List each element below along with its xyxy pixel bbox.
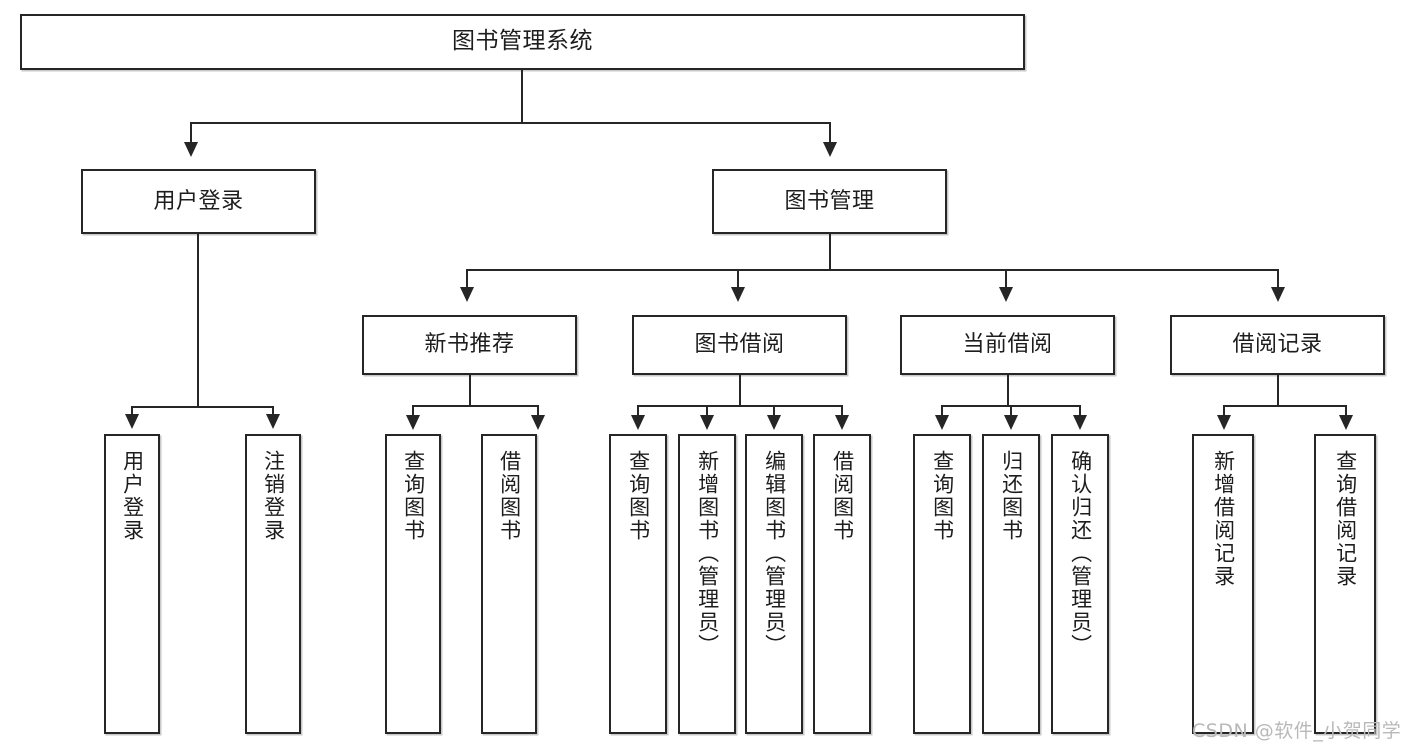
arrow-user-login-to-leaf-2 xyxy=(266,414,280,429)
node-book-borrow[interactable]: 图书借阅 xyxy=(632,315,847,375)
arrow-bb-leaf-2 xyxy=(700,415,714,430)
node-label: 查询图书 xyxy=(401,450,426,542)
connector-cb-leaf-3 xyxy=(1079,405,1081,417)
node-label: 新书推荐 xyxy=(424,332,515,358)
node-label: 用户登录 xyxy=(120,450,145,542)
arrow-cb-leaf-2 xyxy=(1004,415,1018,430)
leaf-bb-edit-book-admin[interactable]: 编辑图书（管理员） xyxy=(745,434,803,734)
node-user-login[interactable]: 用户登录 xyxy=(81,169,316,234)
connector-root-to-user-login xyxy=(190,122,192,144)
node-label: 新增借阅记录 xyxy=(1211,450,1236,588)
node-current-borrow[interactable]: 当前借阅 xyxy=(900,315,1115,375)
node-book-management[interactable]: 图书管理 xyxy=(712,169,947,234)
connector-root-bus xyxy=(190,122,831,124)
leaf-br-query-record[interactable]: 查询借阅记录 xyxy=(1314,434,1376,734)
arrow-root-to-user-login xyxy=(184,142,198,157)
leaf-nbr-query-books[interactable]: 查询图书 xyxy=(385,434,441,734)
node-label: 确认归还（管理员） xyxy=(1068,450,1093,657)
connector-level3-bus xyxy=(466,269,1278,271)
connector-cb-leaf-2 xyxy=(1010,405,1012,417)
leaf-nbr-borrow-books[interactable]: 借阅图书 xyxy=(481,434,537,734)
connector-new-book-recommend-stem xyxy=(469,375,471,406)
arrow-to-borrow-records xyxy=(1271,287,1285,302)
node-label: 当前借阅 xyxy=(962,332,1053,358)
node-label: 归还图书 xyxy=(999,450,1024,542)
node-label: 图书管理系统 xyxy=(452,28,593,55)
node-label: 图书借阅 xyxy=(694,332,785,358)
arrow-root-to-book-management xyxy=(823,142,837,157)
arrow-br-leaf-2 xyxy=(1339,415,1353,430)
connector-bb-leaf-3 xyxy=(773,405,775,417)
arrow-br-leaf-1 xyxy=(1217,415,1231,430)
connector-root-to-book-management xyxy=(829,122,831,144)
node-label: 图书管理 xyxy=(784,188,875,214)
node-label: 借阅记录 xyxy=(1232,332,1323,358)
leaf-bb-add-book-admin[interactable]: 新增图书（管理员） xyxy=(678,434,736,734)
connector-book-borrow-bus xyxy=(637,405,843,407)
connector-br-leaf-2 xyxy=(1345,405,1347,417)
node-label: 编辑图书（管理员） xyxy=(762,450,787,657)
node-new-book-recommend[interactable]: 新书推荐 xyxy=(362,315,577,375)
connector-root-stem xyxy=(521,70,523,122)
connector-bb-leaf-1 xyxy=(637,405,639,417)
connector-borrow-records-stem xyxy=(1277,375,1279,406)
connector-to-book-borrow xyxy=(737,269,739,289)
node-label: 查询图书 xyxy=(626,450,651,542)
connector-user-login-bus xyxy=(131,406,274,408)
connector-user-login-to-leaf-1 xyxy=(131,406,133,416)
connector-bb-leaf-2 xyxy=(706,405,708,417)
node-label: 查询借阅记录 xyxy=(1333,450,1358,588)
connector-cb-leaf-1 xyxy=(941,405,943,417)
arrow-user-login-to-leaf-1 xyxy=(125,414,139,429)
connector-user-login-stem xyxy=(197,234,199,408)
connector-borrow-records-bus xyxy=(1223,405,1347,407)
node-root-book-management-system[interactable]: 图书管理系统 xyxy=(20,14,1025,70)
connector-bb-leaf-4 xyxy=(841,405,843,417)
csdn-watermark: CSDN @软件_小贺同学 xyxy=(1192,720,1402,742)
connector-user-login-to-leaf-2 xyxy=(272,406,274,416)
connector-to-current-borrow xyxy=(1005,269,1007,289)
arrow-to-current-borrow xyxy=(999,287,1013,302)
node-label: 用户登录 xyxy=(153,188,244,214)
connector-book-borrow-stem xyxy=(739,375,741,406)
connector-new-book-recommend-bus xyxy=(412,405,539,407)
node-label: 借阅图书 xyxy=(830,450,855,542)
arrow-to-book-borrow xyxy=(731,287,745,302)
node-borrow-records[interactable]: 借阅记录 xyxy=(1170,315,1385,375)
connector-nbr-leaf-2 xyxy=(537,405,539,417)
leaf-cb-confirm-return-admin[interactable]: 确认归还（管理员） xyxy=(1051,434,1109,734)
leaf-bb-query-books[interactable]: 查询图书 xyxy=(609,434,667,734)
arrow-cb-leaf-3 xyxy=(1073,415,1087,430)
connector-to-borrow-records xyxy=(1277,269,1279,289)
node-label: 新增图书（管理员） xyxy=(695,450,720,657)
connector-book-management-stem xyxy=(829,234,831,270)
connector-current-borrow-stem xyxy=(1007,375,1009,406)
arrow-nbr-leaf-1 xyxy=(406,415,420,430)
leaf-cb-return-books[interactable]: 归还图书 xyxy=(982,434,1040,734)
leaf-user-login-logout[interactable]: 注销登录 xyxy=(245,434,301,734)
connector-to-new-book-recommend xyxy=(466,269,468,289)
arrow-bb-leaf-4 xyxy=(835,415,849,430)
leaf-user-login-login[interactable]: 用户登录 xyxy=(104,434,160,734)
node-label: 查询图书 xyxy=(930,450,955,542)
leaf-bb-borrow-books[interactable]: 借阅图书 xyxy=(813,434,871,734)
arrow-bb-leaf-1 xyxy=(631,415,645,430)
connector-nbr-leaf-1 xyxy=(412,405,414,417)
leaf-br-add-record[interactable]: 新增借阅记录 xyxy=(1192,434,1254,734)
node-label: 借阅图书 xyxy=(497,450,522,542)
node-label: 注销登录 xyxy=(261,450,286,542)
arrow-cb-leaf-1 xyxy=(935,415,949,430)
arrow-bb-leaf-3 xyxy=(767,415,781,430)
connector-br-leaf-1 xyxy=(1223,405,1225,417)
leaf-cb-query-books[interactable]: 查询图书 xyxy=(913,434,971,734)
arrow-nbr-leaf-2 xyxy=(531,415,545,430)
arrow-to-new-book-recommend xyxy=(460,287,474,302)
